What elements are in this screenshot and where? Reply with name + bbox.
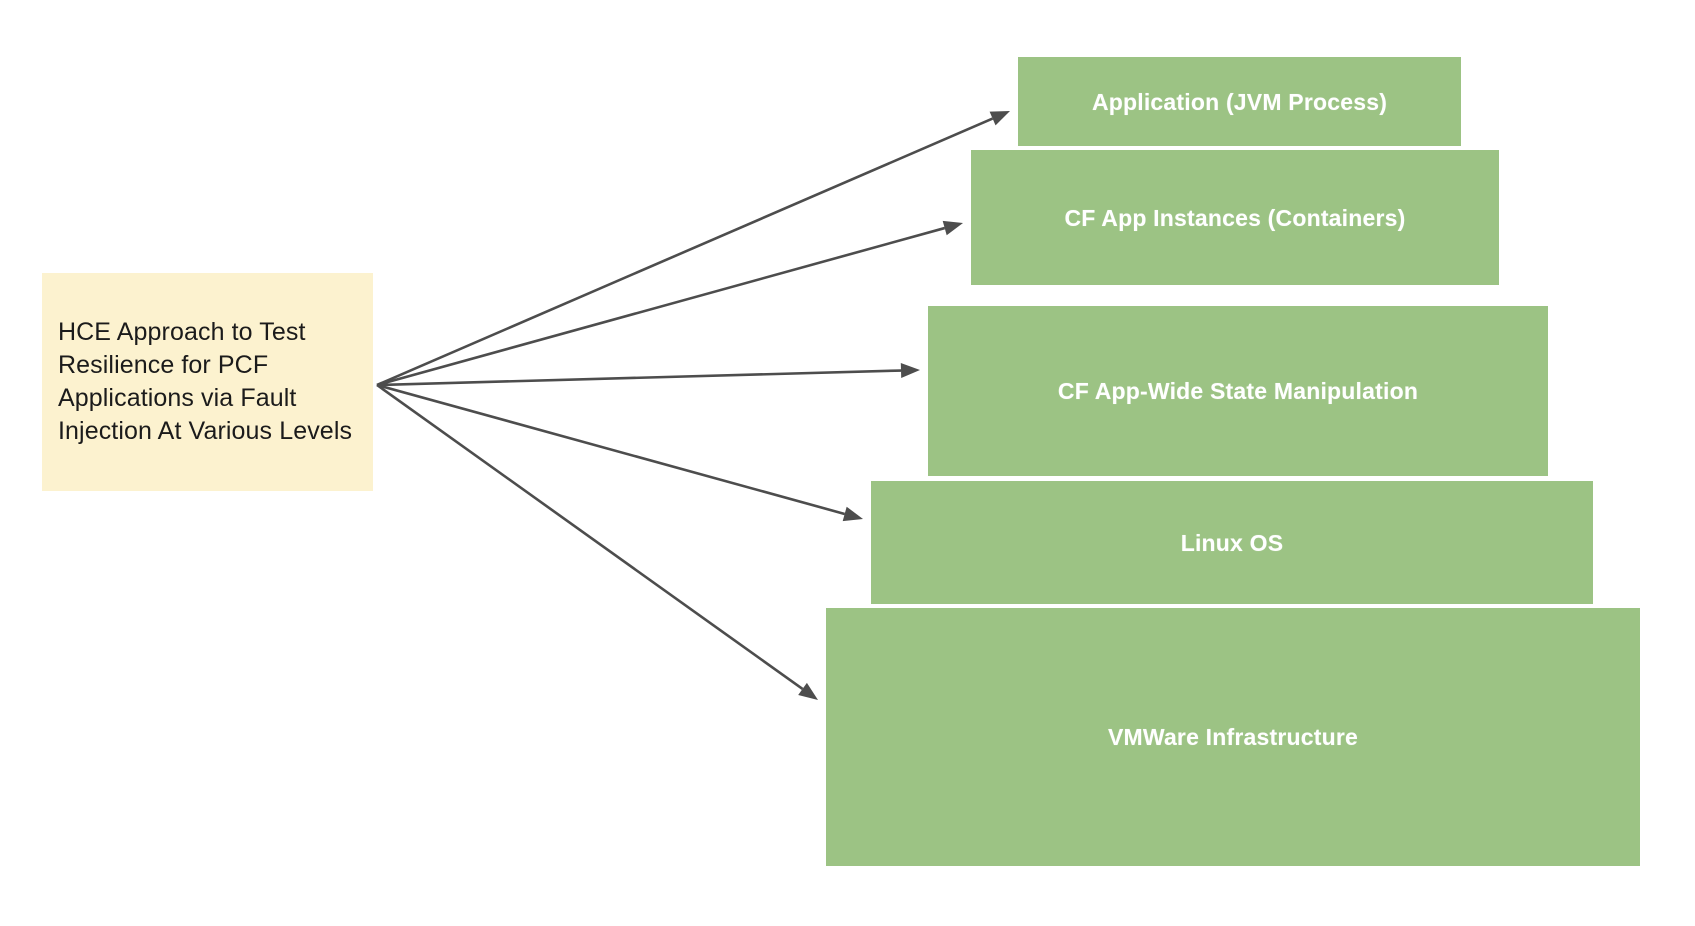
arrow-head-icon	[900, 363, 920, 379]
source-note-text: HCE Approach to Test Resilience for PCF …	[58, 318, 353, 445]
layer-label: CF App-Wide State Manipulation	[1057, 378, 1419, 404]
arrow-head-icon	[989, 111, 1010, 126]
arrow-to-linux-os	[376, 383, 863, 522]
layer-box-application-jvm-process[interactable]: Application (JVM Process)	[1018, 57, 1461, 146]
arrow-head-icon	[942, 220, 963, 236]
layer-label: CF App Instances (Containers)	[1064, 204, 1406, 231]
layer-label: VMWare Infrastructure	[1107, 724, 1358, 750]
source-note-box[interactable]: HCE Approach to Test Resilience for PCF …	[42, 273, 373, 491]
arrow-head-icon	[798, 682, 818, 700]
arrow-to-application	[376, 111, 1010, 387]
arrow-to-cf-app-wide-state	[376, 363, 920, 387]
layer-box-linux-os[interactable]: Linux OS	[871, 481, 1593, 604]
layer-label: Application (JVM Process)	[1091, 88, 1388, 115]
layer-box-vmware-infrastructure[interactable]: VMWare Infrastructure	[826, 608, 1640, 866]
layer-box-cf-app-wide-state-manipulation[interactable]: CF App-Wide State Manipulation	[928, 306, 1548, 476]
arrow-to-cf-app-instances	[376, 220, 963, 387]
layer-label: Linux OS	[1180, 529, 1284, 556]
arrow-to-vmware-infrastructure	[376, 383, 818, 700]
arrow-head-icon	[842, 506, 863, 522]
layer-box-cf-app-instances-containers[interactable]: CF App Instances (Containers)	[971, 150, 1499, 285]
